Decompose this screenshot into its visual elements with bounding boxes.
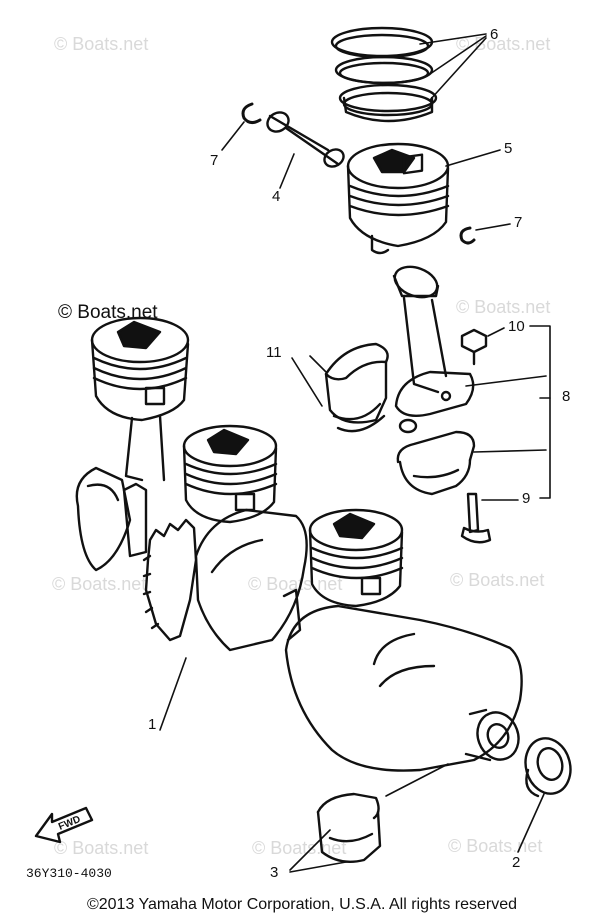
- watermark: © Boats.net: [456, 34, 551, 54]
- crank-piston-left: [90, 316, 190, 482]
- piston: [346, 142, 450, 255]
- main-bearing: [316, 792, 382, 863]
- callout-6: 6: [490, 26, 499, 43]
- bearing-shell-upper: [324, 342, 389, 424]
- rod-nut: [460, 328, 488, 366]
- piston-rings: [330, 26, 438, 123]
- callout-10: 10: [508, 318, 525, 335]
- watermark: © Boats.net: [450, 570, 545, 590]
- connecting-rod-cap: [396, 430, 476, 496]
- crank-piston-right: [308, 508, 404, 608]
- callout-2: 2: [512, 854, 521, 871]
- oil-seal: [524, 737, 572, 798]
- watermark: © Boats.net: [248, 574, 343, 594]
- callout-8: 8: [562, 388, 571, 405]
- callout-3: 3: [270, 864, 279, 881]
- callout-7-right: 7: [514, 214, 523, 231]
- diagram-code: 36Y310-4030: [26, 866, 112, 881]
- connecting-rod: [392, 265, 475, 434]
- callout-5: 5: [504, 140, 513, 157]
- watermark: © Boats.net: [52, 574, 147, 594]
- forward-arrow-icon: [34, 806, 94, 844]
- watermark: © Boats.net: [456, 297, 551, 317]
- watermark: © Boats.net: [54, 34, 149, 54]
- piston-pin: [266, 111, 345, 168]
- callout-4: 4: [272, 188, 281, 205]
- copyright-notice: ©2013 Yamaha Motor Corporation, U.S.A. A…: [86, 896, 518, 913]
- crank-piston-middle: [182, 424, 278, 524]
- rod-bolt: [460, 492, 492, 544]
- watermark: © Boats.net: [54, 838, 149, 858]
- callout-11: 11: [266, 344, 282, 361]
- bearing-shell-lower: [332, 402, 386, 433]
- crankshaft: [75, 466, 523, 772]
- piston-pin-clip: [459, 226, 476, 245]
- piston-pin-clip: [241, 102, 262, 125]
- callout-1: 1: [148, 716, 157, 733]
- callout-9: 9: [522, 490, 531, 507]
- callout-7-left: 7: [210, 152, 219, 169]
